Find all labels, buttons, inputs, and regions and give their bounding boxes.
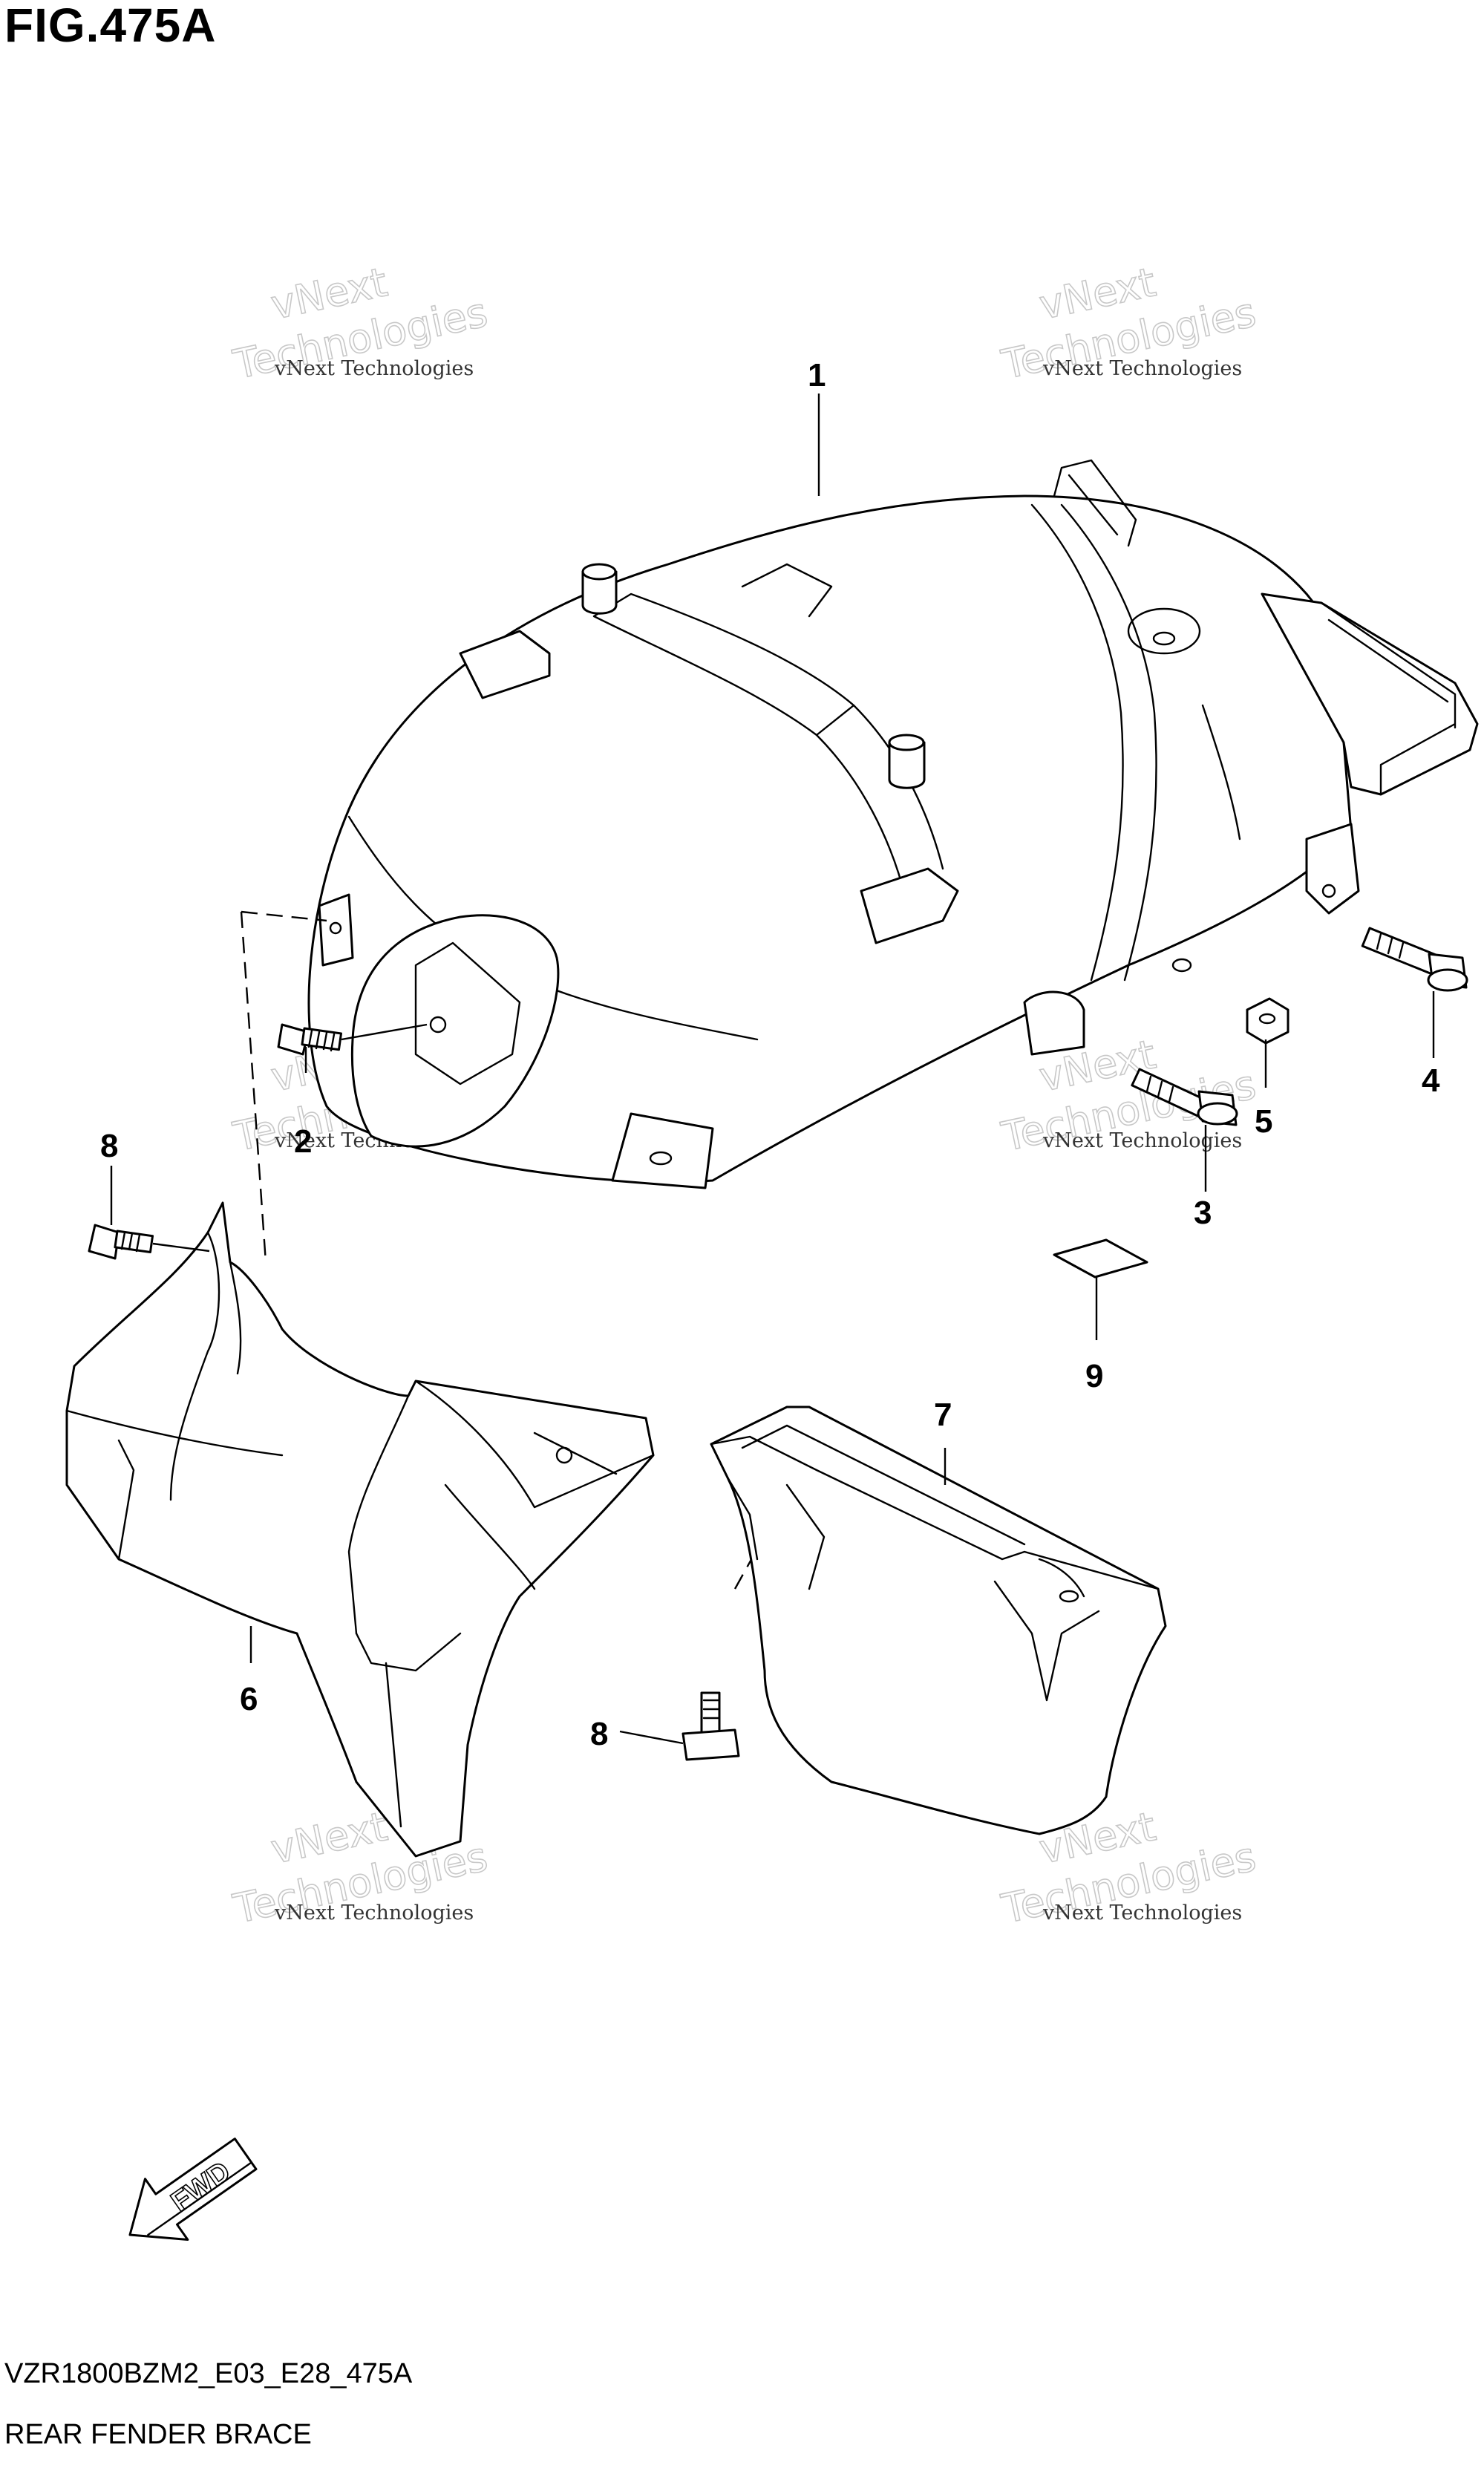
fwd-direction-badge: FWD (128, 2138, 258, 2242)
part-9-pad (1053, 1238, 1148, 1279)
part-3-bolt (1131, 1068, 1238, 1126)
callout-6: 6 (240, 1681, 258, 1717)
svg-text:vNext Technologies: vNext Technologies (274, 1901, 474, 1924)
svg-text:vNext Technologies: vNext Technologies (274, 357, 474, 380)
callout-5: 5 (1255, 1103, 1272, 1140)
callout-8b: 8 (590, 1716, 608, 1752)
watermark-1: vNext Technologies vNext Technologies (229, 258, 492, 388)
callout-1: 1 (808, 357, 826, 394)
diagram-name: REAR FENDER BRACE (4, 2419, 312, 2450)
part-8-bolt-lower (681, 1691, 740, 1761)
callout-3: 3 (1194, 1195, 1212, 1231)
figure-title: FIG.475A (4, 0, 217, 52)
svg-text:vNext Technologies: vNext Technologies (1042, 1901, 1242, 1924)
callout-2: 2 (294, 1123, 312, 1160)
callout-8a: 8 (100, 1128, 118, 1164)
part-1-rear-fender (307, 459, 1479, 1189)
watermark-6: vNext Technologies vNext Technologies (997, 1802, 1261, 1933)
watermark-5: vNext Technologies vNext Technologies (229, 1802, 492, 1933)
svg-text:vNext Technologies: vNext Technologies (1042, 357, 1242, 380)
callout-9: 9 (1085, 1358, 1103, 1394)
callout-7: 7 (934, 1397, 952, 1433)
part-6-fender-brace (65, 1201, 655, 1858)
watermark-2: vNext Technologies vNext Technologies (997, 258, 1261, 388)
svg-text:vNext Technologies: vNext Technologies (1042, 1129, 1242, 1152)
part-5-nut (1246, 997, 1289, 1045)
part-7-fender-brace (710, 1405, 1167, 1835)
leader-lines (110, 394, 1435, 1745)
leader-2 (341, 1023, 428, 1041)
diagram-code: VZR1800BZM2_E03_E28_475A (4, 2358, 413, 2389)
part-2-bolt (277, 1023, 343, 1056)
leader-8a (152, 1242, 210, 1253)
part-4-bolt (1361, 927, 1468, 992)
mount-indicator-line-left (240, 910, 327, 1263)
part-8-bolt-upper (88, 1224, 154, 1260)
callout-4: 4 (1422, 1062, 1440, 1099)
